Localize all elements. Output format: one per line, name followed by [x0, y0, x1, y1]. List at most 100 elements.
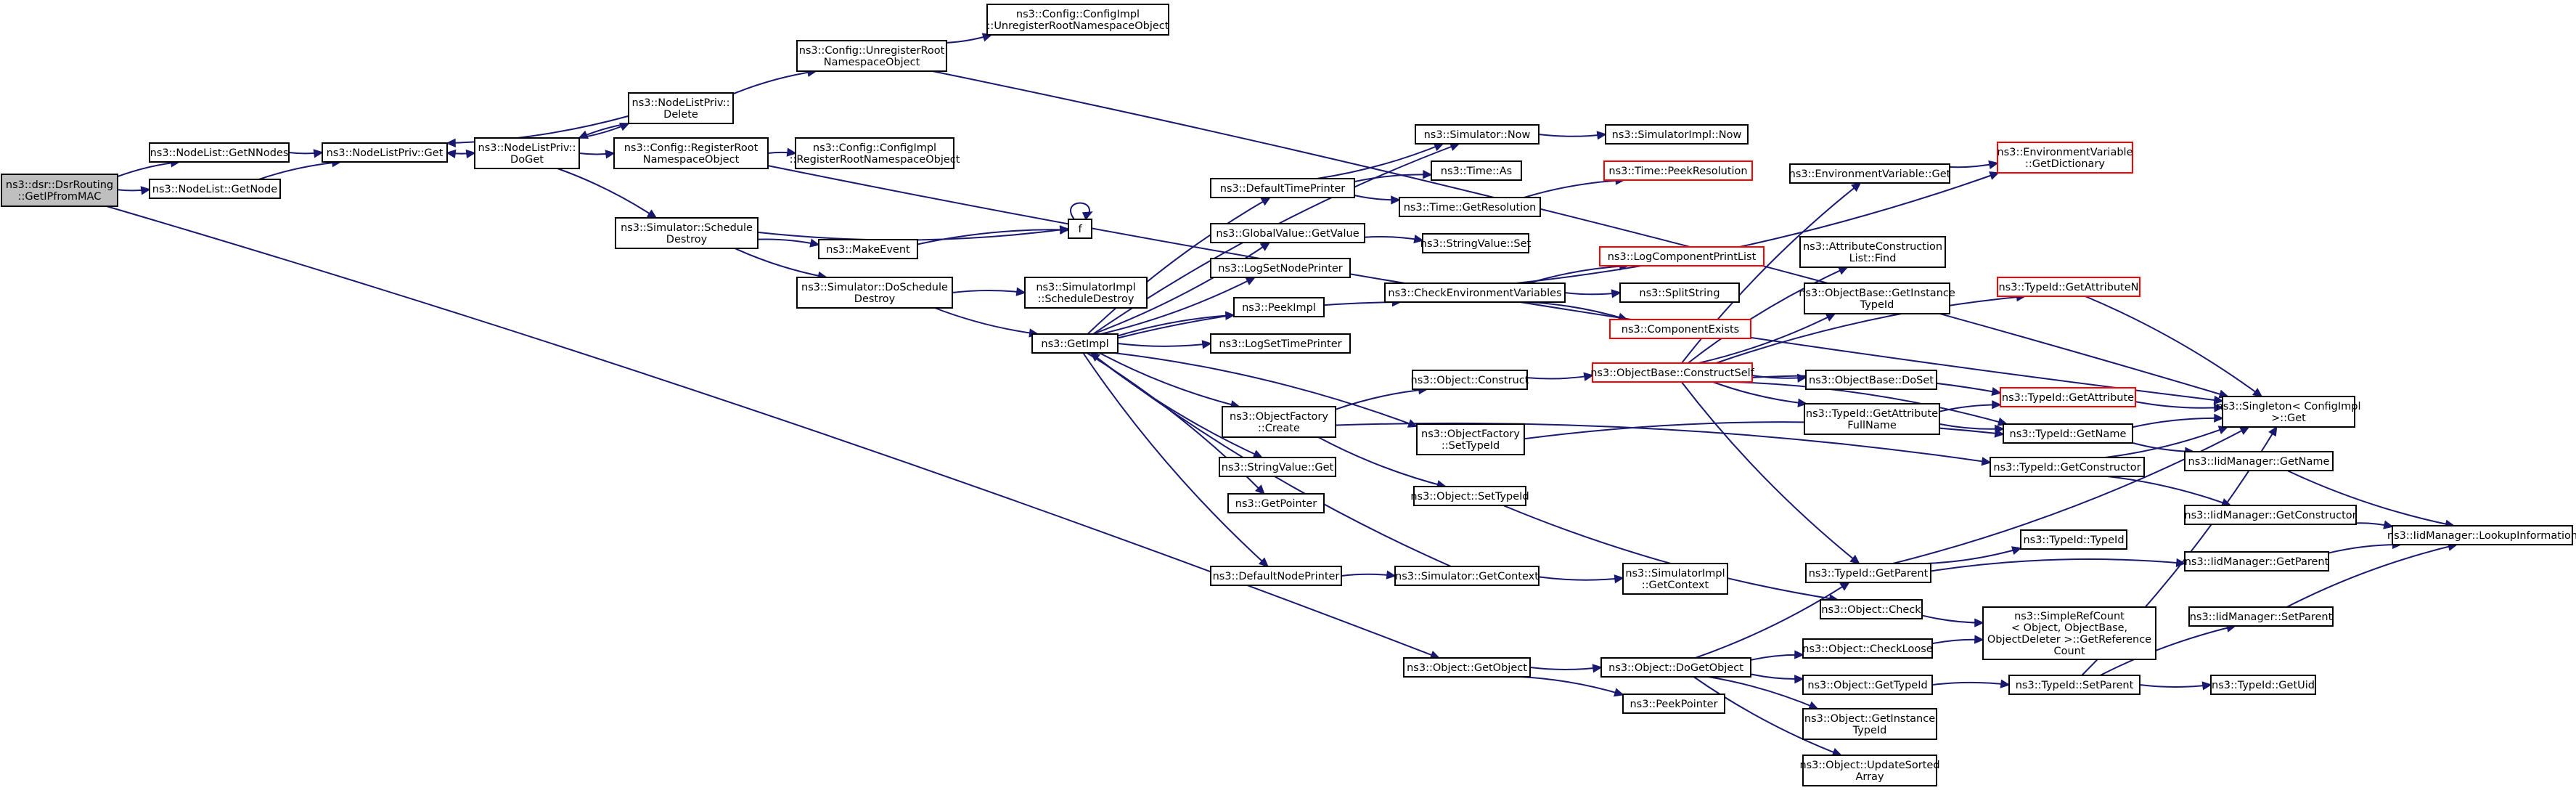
- function-node-root[interactable]: ns3::dsr::DsrRouting::GetIPfromMAC: [1, 174, 118, 207]
- function-node-simsched[interactable]: ns3::Simulator::ScheduleDestroy: [615, 217, 759, 249]
- function-node-iidgetname[interactable]: ns3::IidManager::GetName: [2184, 451, 2334, 471]
- function-node-simimplsched[interactable]: ns3::SimulatorImpl::ScheduleDestroy: [1024, 277, 1148, 309]
- function-node-label: NamespaceObject: [643, 154, 740, 166]
- function-node-deftp[interactable]: ns3::DefaultTimePrinter: [1210, 178, 1355, 198]
- call-edge-tidgetattrfull-to-tidgetattr: [1939, 400, 2002, 412]
- function-node-strvalget[interactable]: ns3::StringValue::Get: [1219, 457, 1336, 477]
- function-node-cfgunreg[interactable]: ns3::Config::UnregisterRootNamespaceObje…: [796, 40, 947, 72]
- call-edge-tidgetctor-to-iidgetctor: [2107, 476, 2232, 507]
- function-node-simnow[interactable]: ns3::Simulator::Now: [1415, 124, 1540, 145]
- function-node-tidgetuid[interactable]: ns3::TypeId::GetUid: [2210, 675, 2316, 695]
- function-node-label: NamespaceObject: [824, 57, 920, 68]
- function-node-simgetctx[interactable]: ns3::Simulator::GetContext: [1394, 566, 1540, 586]
- function-node-envget[interactable]: ns3::EnvironmentVariable::Get: [1789, 163, 1951, 184]
- function-node-label: ns3::IidManager::GetParent: [2185, 556, 2329, 568]
- function-node-getpointer[interactable]: ns3::GetPointer: [1227, 493, 1325, 513]
- function-node-tidsetparent[interactable]: ns3::TypeId::SetParent: [2008, 675, 2140, 695]
- function-node-tidgetattr[interactable]: ns3::TypeId::GetAttribute: [2000, 387, 2136, 407]
- call-edge-objdogetobject-to-objgetinst: [1708, 676, 1819, 710]
- function-node-label: ns3::DefaultNodePrinter: [1213, 571, 1340, 582]
- function-node-label: ns3::NodeListPriv::Get: [327, 147, 443, 159]
- function-node-label: ns3::StringValue::Get: [1222, 462, 1334, 473]
- function-node-getnode[interactable]: ns3::NodeList::GetNode: [149, 179, 281, 199]
- function-node-logsetnp[interactable]: ns3::LogSetNodePrinter: [1210, 258, 1351, 278]
- function-node-simimplctx[interactable]: ns3::SimulatorImpl::GetContext: [1622, 563, 1728, 595]
- function-node-timepeek[interactable]: ns3::Time::PeekResolution: [1603, 160, 1753, 181]
- function-node-envdict[interactable]: ns3::EnvironmentVariable::GetDictionary: [1997, 142, 2133, 174]
- function-node-tidtypeid[interactable]: ns3::TypeId::TypeId: [2020, 529, 2127, 550]
- function-node-objcheckloose[interactable]: ns3::Object::CheckLoose: [1802, 638, 1933, 659]
- function-node-nlpdelete[interactable]: ns3::NodeListPriv::Delete: [628, 92, 734, 124]
- function-node-cfgreg[interactable]: ns3::Config::RegisterRootNamespaceObject: [613, 137, 769, 169]
- function-node-label: ns3::ObjectBase::DoSet: [1809, 375, 1934, 386]
- function-node-obdoset[interactable]: ns3::ObjectBase::DoSet: [1805, 370, 1937, 390]
- function-node-tidgetparent[interactable]: ns3::TypeId::GetParent: [1805, 563, 1931, 583]
- call-edge-tidgetname-to-singleton: [2132, 413, 2224, 428]
- function-node-cfgimplunreg[interactable]: ns3::Config::ConfigImpl::UnregisterRootN…: [986, 4, 1169, 36]
- function-node-label: ns3::Simulator::DoSchedule: [801, 282, 948, 293]
- function-node-peekpointer[interactable]: ns3::PeekPointer: [1622, 694, 1725, 714]
- call-edge-tidsetparent-to-tidgetuid: [2139, 681, 2212, 691]
- function-node-label: ns3::NodeList::GetNNodes: [150, 147, 289, 159]
- function-node-nlpget[interactable]: ns3::NodeListPriv::Get: [322, 142, 448, 163]
- function-node-logsettp[interactable]: ns3::LogSetTimePrinter: [1210, 333, 1351, 354]
- function-node-label: ::UnregisterRootNamespaceObject: [987, 20, 1169, 32]
- function-node-tidgetctor[interactable]: ns3::TypeId::GetConstructor: [1990, 457, 2145, 477]
- function-node-obconstructself[interactable]: ns3::ObjectBase::ConstructSelf: [1590, 362, 1755, 383]
- function-node-iidgetparent[interactable]: ns3::IidManager::GetParent: [2184, 551, 2329, 572]
- function-node-objgetobject[interactable]: ns3::Object::GetObject: [1403, 657, 1531, 678]
- call-edge-gvgetvalue-to-strvalset: [1364, 234, 1424, 244]
- function-node-label: ns3::Object::GetInstance: [1804, 713, 1935, 725]
- function-node-iidsetparent[interactable]: ns3::IidManager::SetParent: [2188, 606, 2334, 627]
- function-node-checkenv[interactable]: ns3::CheckEnvironmentVariables: [1384, 282, 1566, 303]
- function-node-f[interactable]: f: [1068, 219, 1092, 239]
- function-node-objfsettid[interactable]: ns3::ObjectFactory::SetTypeId: [1416, 423, 1525, 455]
- function-node-nlpdoget[interactable]: ns3::NodeListPriv::DoGet: [474, 137, 580, 169]
- function-node-tidgetattrn[interactable]: ns3::TypeId::GetAttributeN: [1997, 277, 2140, 297]
- function-node-objdogetobject[interactable]: ns3::Object::DoGetObject: [1600, 657, 1751, 678]
- function-node-objsettid[interactable]: ns3::Object::SetTypeId: [1410, 486, 1529, 506]
- function-node-singleton[interactable]: ns3::Singleton< ConfigImpl>::Get: [2217, 396, 2361, 428]
- function-node-objgettid[interactable]: ns3::Object::GetTypeId: [1802, 675, 1933, 695]
- function-node-defnp[interactable]: ns3::DefaultNodePrinter: [1210, 566, 1342, 586]
- function-node-label: Count: [2053, 646, 2085, 657]
- function-node-objcheck[interactable]: ns3::Object::Check: [1820, 599, 1923, 619]
- call-edge-objgetobject-to-peekpointer: [1521, 676, 1624, 697]
- function-node-tidgetname[interactable]: ns3::TypeId::GetName: [2003, 423, 2133, 444]
- function-node-label: ns3::SplitString: [1639, 288, 1720, 299]
- function-node-getimpl[interactable]: ns3::GetImpl: [1031, 333, 1119, 354]
- call-edge-defnp-to-simgetctx: [1341, 570, 1397, 580]
- call-edge-deftp-to-timeas: [1354, 170, 1433, 183]
- function-node-label: >::Get: [2271, 412, 2306, 424]
- function-node-peekimpl[interactable]: ns3::PeekImpl: [1233, 297, 1325, 317]
- function-node-timegetres[interactable]: ns3::Time::GetResolution: [1399, 197, 1541, 217]
- function-node-iidgetctor[interactable]: ns3::IidManager::GetConstructor: [2184, 505, 2357, 525]
- function-node-makeevent[interactable]: ns3::MakeEvent: [818, 239, 918, 259]
- function-node-objfcreate[interactable]: ns3::ObjectFactory::Create: [1222, 406, 1336, 438]
- function-node-simplerefcount[interactable]: ns3::SimpleRefCount< Object, ObjectBase,…: [1982, 606, 2156, 660]
- function-node-strvalset[interactable]: ns3::StringValue::Set: [1420, 233, 1532, 253]
- function-node-label: Destroy: [854, 293, 896, 305]
- function-node-getnnodes[interactable]: ns3::NodeList::GetNNodes: [149, 142, 290, 163]
- function-node-simimplnow[interactable]: ns3::SimulatorImpl::Now: [1605, 124, 1749, 145]
- function-node-logcpl[interactable]: ns3::LogComponentPrintList: [1599, 246, 1765, 267]
- function-node-timeas[interactable]: ns3::Time::As: [1431, 160, 1522, 181]
- call-edge-tidgetattr-to-singleton: [2135, 401, 2224, 412]
- function-node-splitstring[interactable]: ns3::SplitString: [1619, 282, 1740, 303]
- function-node-cfgimplreg[interactable]: ns3::Config::ConfigImpl::RegisterRootNam…: [790, 137, 960, 169]
- call-edge-getimpl-to-logsettp: [1117, 340, 1212, 349]
- function-node-label: ns3::IidManager::GetConstructor: [2184, 510, 2356, 521]
- function-node-objconstruct[interactable]: ns3::Object::Construct: [1411, 370, 1529, 390]
- call-edge-f-to-f: [1070, 202, 1093, 221]
- function-node-gvgetvalue[interactable]: ns3::GlobalValue::GetValue: [1210, 223, 1365, 243]
- function-node-label: ns3::StringValue::Set: [1420, 238, 1532, 250]
- function-node-compexists[interactable]: ns3::ComponentExists: [1609, 319, 1751, 339]
- function-node-iidlookup[interactable]: ns3::IidManager::LookupInformation: [2387, 525, 2576, 545]
- function-node-label: ns3::Simulator::Now: [1424, 129, 1531, 141]
